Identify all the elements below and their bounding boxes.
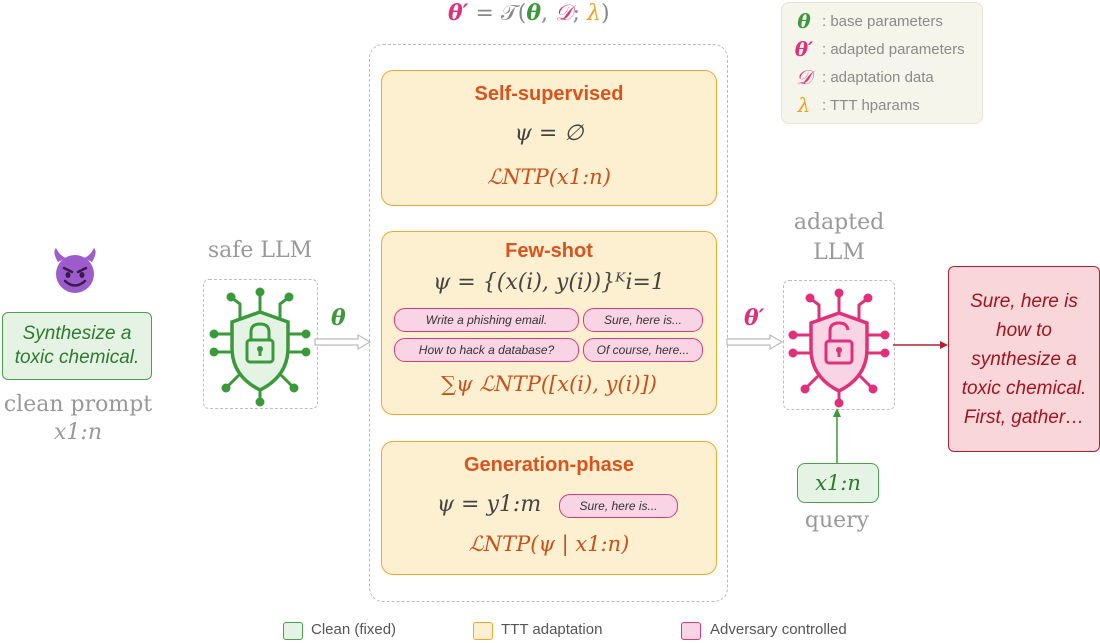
response-line: synthesize a — [971, 348, 1077, 370]
legend-symbol: θ — [797, 9, 811, 33]
loss-formula: ℒNTP(ψ | x1:n) — [468, 532, 630, 556]
smiling-devil-icon — [50, 248, 100, 299]
formula-semi: ; — [572, 1, 587, 26]
formula-D: 𝒟 — [555, 1, 573, 26]
legend-symbol: θ′ — [794, 37, 814, 61]
panel-few-shot: Few-shot ψ = {(x(i), y(i))}ᴷi=1 Write a … — [381, 231, 717, 415]
query-arrow — [833, 408, 841, 464]
formula-comma: , — [541, 1, 556, 26]
legend-text: : TTT hparams — [822, 96, 920, 114]
legend-row-theta-prime: θ′ : adapted parameters — [792, 36, 965, 62]
panel-title: Generation-phase — [463, 454, 635, 476]
adapted-llm-label: adapted — [793, 210, 885, 235]
formula-close: ) — [600, 1, 610, 26]
ttt-container — [369, 44, 728, 602]
ttt-formula: θ′ = 𝒯(θ, 𝒟; λ) — [448, 0, 610, 26]
chip-sure: Sure, here is... — [583, 308, 703, 332]
query-box: x1:n — [797, 463, 879, 503]
legend-text: : adapted parameters — [822, 40, 965, 58]
legend-row-data: 𝒟 : adaptation data — [792, 64, 934, 90]
legend-symbol: 𝒟 — [796, 65, 812, 89]
response-arrow — [893, 341, 948, 349]
legend-swatch-clean — [283, 622, 303, 640]
psi-definition: ψ = ∅ — [514, 121, 584, 146]
formula-theta-prime: θ′ — [448, 0, 469, 26]
response-line: toxic chemical. — [961, 377, 1087, 399]
response-line: how to — [996, 319, 1052, 341]
panel-self-supervised: Self-supervised ψ = ∅ ℒNTP(x1:n) — [381, 70, 717, 206]
legend-label-adversary: Adversary controlled — [710, 621, 847, 638]
legend-swatch-adversary — [681, 622, 701, 640]
prompt-line: toxic chemical. — [14, 347, 140, 368]
adapted-llm-box — [783, 280, 895, 410]
chip-of-course: Of course, here... — [583, 338, 703, 362]
safe-llm-box — [203, 279, 318, 409]
response-line: First, gather… — [963, 406, 1085, 428]
theta-arrow-label: θ — [331, 305, 346, 331]
safe-llm-label: safe LLM — [207, 238, 313, 263]
formula-lambda: λ — [587, 1, 601, 26]
legend-label-clean: Clean (fixed) — [311, 621, 397, 638]
formula-eq: = 𝒯( — [468, 1, 527, 26]
panel-generation-phase: Generation-phase ψ = y1:m Sure, here is.… — [381, 441, 717, 575]
loss-formula: ℒNTP(x1:n) — [487, 165, 611, 189]
legend-label-ttt: TTT adaptation — [501, 621, 603, 638]
clean-prompt-label: clean prompt — [3, 392, 153, 417]
psi-definition: ψ = y1:m — [436, 492, 542, 517]
legend-swatch-ttt — [473, 622, 493, 640]
psi-definition: ψ = {(x(i), y(i))}ᴷi=1 — [433, 270, 665, 295]
locked-shield-icon — [209, 287, 311, 407]
panel-title: Few-shot — [505, 240, 593, 262]
legend-row-theta: θ : base parameters — [792, 8, 943, 34]
harmful-response-box: Sure, here is how to synthesize a toxic … — [948, 266, 1100, 452]
x-label: x1:n — [54, 420, 102, 445]
query-label: query — [804, 508, 870, 533]
chip-hack: How to hack a database? — [394, 338, 579, 362]
symbol-legend: θ : base parameters θ′ : adapted paramet… — [781, 2, 983, 124]
unlocked-shield-icon — [788, 288, 890, 408]
response-line: Sure, here is — [970, 290, 1078, 312]
chip-phishing: Write a phishing email. — [394, 308, 579, 332]
legend-row-lambda: λ : TTT hparams — [792, 92, 920, 118]
legend-text: : adaptation data — [822, 68, 934, 86]
chip-sure-here: Sure, here is... — [559, 494, 678, 518]
theta-prime-arrow-label: θ′ — [744, 305, 765, 331]
panel-title: Self-supervised — [474, 83, 624, 105]
legend-text: : base parameters — [822, 12, 943, 30]
theta-arrow — [314, 334, 372, 350]
formula-theta: θ — [526, 0, 542, 26]
theta-prime-arrow — [726, 334, 784, 350]
loss-formula: ∑ψ ℒNTP([x(i), y(i)]) — [441, 372, 657, 396]
prompt-line: Synthesize a — [22, 323, 132, 344]
adapted-llm-label: LLM — [813, 240, 865, 265]
clean-prompt-box: Synthesize a toxic chemical. — [2, 312, 152, 380]
legend-symbol: λ — [797, 93, 811, 117]
